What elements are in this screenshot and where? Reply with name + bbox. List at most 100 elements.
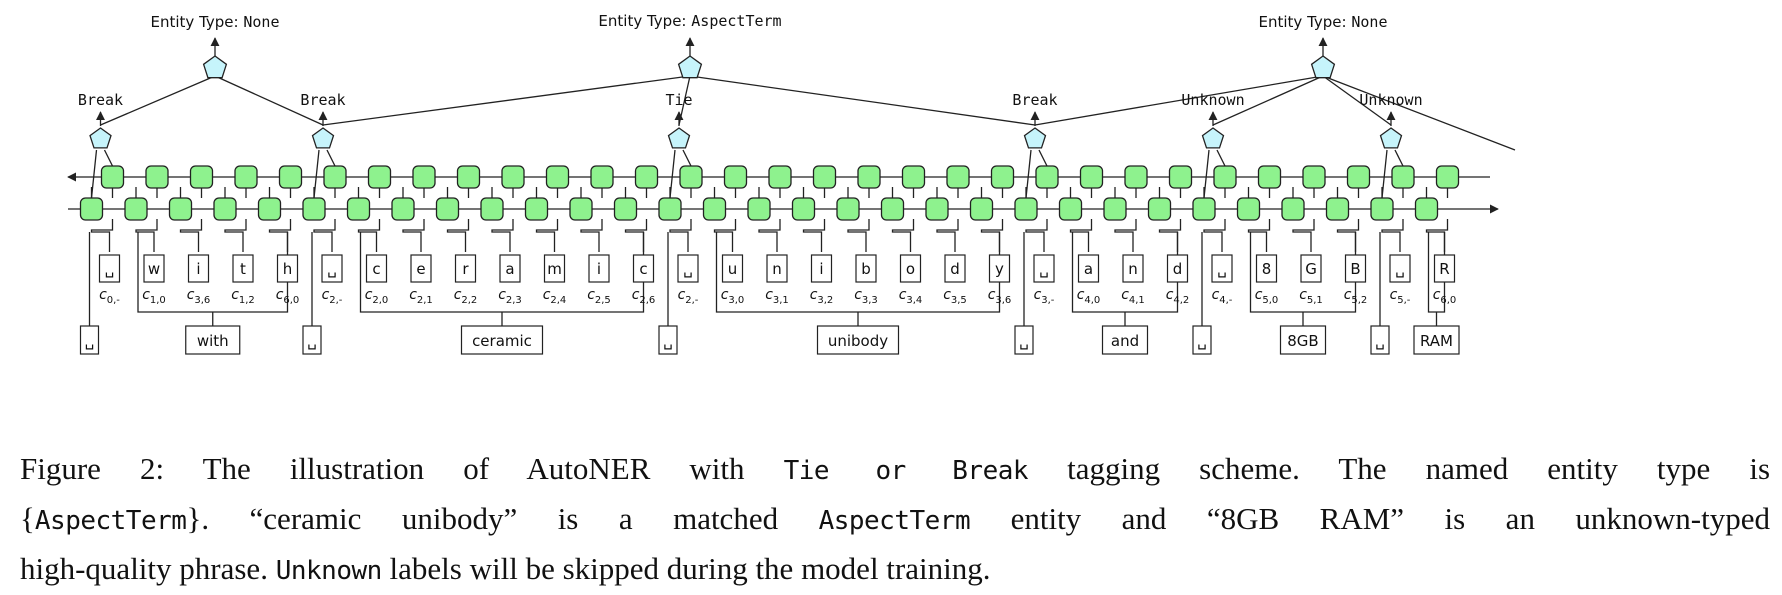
fwd-lstm-cell	[213, 197, 237, 221]
char-label: c5,-	[1390, 287, 1411, 306]
char-box	[1433, 254, 1456, 283]
fwd-lstm-cell	[925, 197, 949, 221]
word-box	[1101, 325, 1149, 355]
entity-node	[677, 55, 703, 79]
char-token: a	[1084, 260, 1093, 278]
caption-fragment: high-quality phrase.	[20, 551, 276, 586]
char-label: c2,6	[632, 287, 656, 306]
bwd-lstm-cell	[990, 165, 1015, 189]
fwd-lstm-cell	[1325, 197, 1350, 221]
tag-node	[667, 127, 691, 149]
caption-fragment: {	[20, 501, 35, 536]
bwd-lstm-cell	[278, 165, 303, 189]
char-box	[1344, 254, 1367, 283]
char-label: c4,-	[1212, 287, 1233, 306]
tag-label: Break	[300, 91, 345, 109]
fwd-lstm-cell	[435, 197, 460, 221]
char-label: c3,-	[1034, 287, 1055, 306]
fwd-lstm-cell	[1414, 197, 1439, 221]
tag-node	[311, 127, 335, 149]
char-box	[766, 254, 788, 283]
tag-label: Break	[78, 91, 123, 109]
word-box	[460, 325, 544, 355]
word-box	[658, 325, 678, 355]
char-token: n	[772, 260, 782, 278]
char-box	[143, 254, 165, 283]
fwd-lstm-cell	[1370, 197, 1394, 221]
char-label: c3,3	[854, 287, 878, 306]
char-token: ␣	[1395, 260, 1405, 278]
bwd-lstm-cell	[1257, 165, 1282, 189]
char-label: c3,5	[943, 287, 967, 306]
caption-fragment: }. “ceramic unibody” is a matched	[186, 501, 819, 536]
char-box	[588, 254, 610, 283]
fwd-lstm-cell	[1236, 197, 1261, 221]
word-box	[1413, 325, 1460, 355]
bwd-lstm-cell	[768, 165, 792, 189]
bwd-lstm-cell	[1435, 165, 1460, 189]
tag-node	[1379, 127, 1403, 149]
autoner-diagram: ␣c0,-wc1,0ic3,6tc1,2hc6,0␣c2,-cc2,0ec2,1…	[67, 12, 1516, 355]
word-token: ␣	[1197, 332, 1207, 350]
fwd-lstm-cell	[1147, 197, 1172, 221]
fwd-lstm-cell	[836, 197, 860, 221]
char-box	[632, 254, 655, 283]
char-token: c	[639, 260, 647, 278]
fwd-lstm-cell	[168, 197, 193, 221]
char-label: c3,6	[988, 287, 1012, 306]
char-label: c3,6	[187, 287, 211, 306]
char-token: h	[283, 260, 293, 278]
word-box	[816, 325, 900, 355]
tag-label: Unknown	[1359, 91, 1422, 109]
char-token: r	[462, 260, 469, 278]
entity-label: Entity Type: None	[1259, 13, 1388, 31]
char-box	[1166, 254, 1189, 283]
char-label: c2,5	[587, 287, 611, 306]
bwd-lstm-cell	[901, 165, 926, 189]
char-label: c1,0	[142, 287, 166, 306]
word-box	[185, 325, 241, 355]
char-box	[677, 254, 699, 283]
tag-label: Unknown	[1181, 91, 1244, 109]
char-token: e	[416, 260, 425, 278]
char-token: i	[819, 260, 823, 278]
caption-fragment: entity and “8GB RAM” is an unknown-typed	[970, 501, 1770, 536]
tag-node	[89, 127, 112, 149]
tag-label: Tie	[665, 91, 692, 109]
char-box	[1255, 254, 1278, 283]
bwd-lstm-cell	[1346, 165, 1371, 189]
char-box	[187, 254, 210, 283]
char-box	[232, 254, 254, 283]
char-box	[454, 254, 477, 283]
bwd-lstm-cell	[367, 165, 392, 189]
caption-fragment: Tie or Break	[783, 456, 1029, 486]
fwd-lstm-cell	[257, 197, 282, 221]
char-box	[1033, 254, 1055, 283]
word-token: and	[1111, 332, 1139, 350]
word-box	[1014, 325, 1034, 355]
char-token: ␣	[1217, 260, 1227, 278]
caption-fragment: Unknown	[275, 556, 383, 586]
fwd-lstm-cell	[747, 197, 771, 221]
word-box	[1279, 325, 1327, 355]
bwd-lstm-cell	[1035, 165, 1059, 189]
bwd-lstm-cell	[545, 165, 570, 189]
char-box	[1211, 254, 1233, 283]
char-label: c4,1	[1121, 287, 1145, 306]
entity-label: Entity Type: None	[151, 13, 280, 31]
fwd-lstm-cell	[480, 197, 504, 221]
fwd-lstm-cell	[1014, 197, 1038, 221]
char-label: c2,2	[454, 287, 478, 306]
caption-fragment: labels will be skipped during the model …	[381, 551, 991, 586]
char-label: c1,2	[231, 287, 255, 306]
char-label: c2,-	[678, 287, 699, 306]
char-token: B	[1350, 260, 1360, 278]
entity-node	[1310, 55, 1336, 79]
char-label: c3,2	[810, 287, 834, 306]
char-label: c6,0	[276, 287, 300, 306]
char-label: c5,2	[1344, 287, 1368, 306]
char-box	[410, 254, 432, 283]
fwd-lstm-cell	[791, 197, 816, 221]
char-token: b	[861, 260, 871, 278]
word-box	[79, 325, 100, 355]
